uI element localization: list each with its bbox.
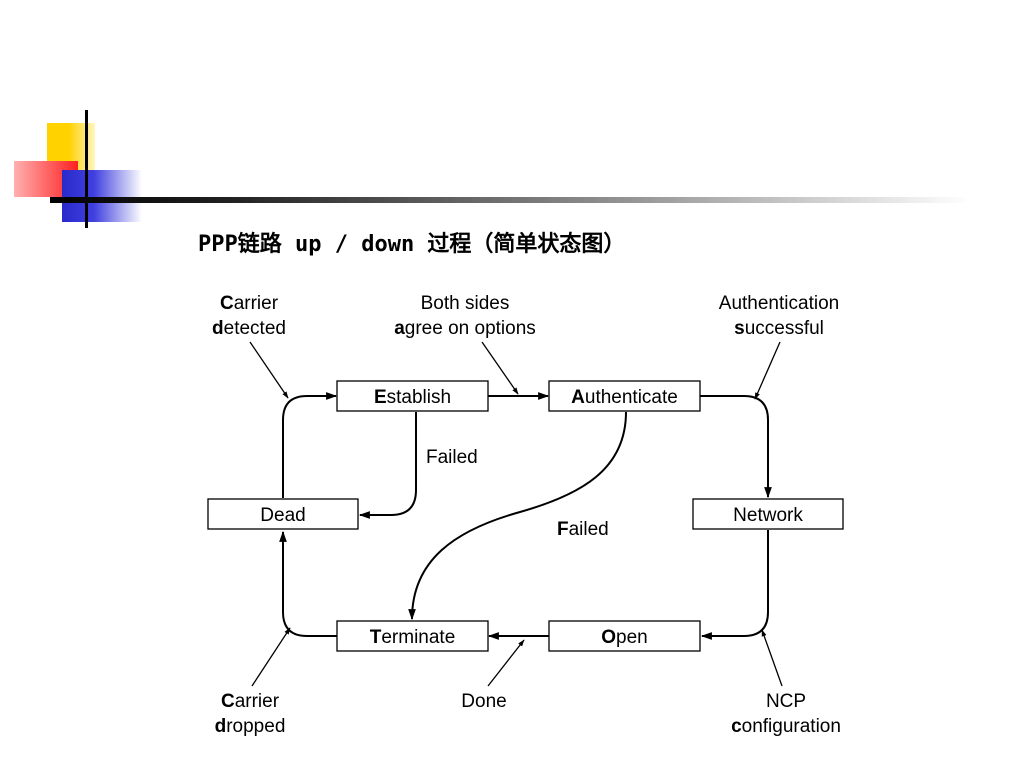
edge-network-to-open xyxy=(700,530,769,640)
svg-text:Authenticate: Authenticate xyxy=(571,387,678,408)
svg-text:agree on options: agree on options xyxy=(394,318,536,339)
carrier-dropped-l1-initial: C xyxy=(221,691,235,712)
both-sides-l2-rest: gree on options xyxy=(405,318,536,339)
svg-text:detected: detected xyxy=(212,318,286,339)
label-done: Done xyxy=(461,691,506,712)
edge-dead-to-establish xyxy=(282,392,338,498)
auth-success-l2-rest: uccessful xyxy=(745,318,824,339)
state-establish-initial: E xyxy=(374,387,387,408)
state-terminate-initial: T xyxy=(370,627,382,648)
auth-success-l2-initial: s xyxy=(734,318,745,339)
carrier-detected-l2-initial: d xyxy=(212,318,224,339)
label-ncp-config: NCP configuration xyxy=(731,691,841,737)
svg-text:Carrier: Carrier xyxy=(220,293,279,314)
carrier-dropped-l1-rest: arrier xyxy=(235,691,280,712)
state-authenticate-initial: A xyxy=(571,387,585,408)
decor-blue-square xyxy=(62,170,142,222)
state-establish: Establish xyxy=(336,380,489,412)
svg-text:Establish: Establish xyxy=(374,387,451,408)
edge-authenticate-to-network xyxy=(700,395,772,499)
pointer-done xyxy=(487,639,525,687)
state-terminate: Terminate xyxy=(336,620,489,652)
state-open: Open xyxy=(548,620,701,652)
failed-auth-initial: F xyxy=(557,519,569,540)
auth-success-l1: Authentication xyxy=(719,293,839,314)
both-sides-l1: Both sides xyxy=(421,293,510,314)
state-authenticate-rest: uthenticate xyxy=(585,387,678,408)
edge-establish-failed-to-dead xyxy=(358,412,417,519)
state-establish-rest: stablish xyxy=(387,387,451,408)
state-network-label: Network xyxy=(733,505,803,526)
state-dead: Dead xyxy=(207,498,359,530)
edge-authenticate-failed-to-terminate xyxy=(408,411,627,621)
pointer-ncp-config xyxy=(761,629,783,687)
pointer-auth-success xyxy=(754,341,781,400)
state-dead-label: Dead xyxy=(260,505,305,526)
decor-vertical-line xyxy=(85,110,88,228)
title-rule xyxy=(50,197,970,203)
label-carrier-dropped: Carrier dropped xyxy=(215,691,286,737)
ncp-config-l2-initial: c xyxy=(731,716,742,737)
pointer-carrier-dropped xyxy=(251,627,291,687)
state-terminate-rest: erminate xyxy=(381,627,455,648)
ncp-config-l2-rest: onfiguration xyxy=(742,716,841,737)
svg-text:Failed: Failed xyxy=(557,519,609,540)
svg-text:Terminate: Terminate xyxy=(370,627,456,648)
carrier-detected-l1-rest: arrier xyxy=(234,293,279,314)
carrier-detected-l1-initial: C xyxy=(220,293,234,314)
state-open-rest: pen xyxy=(616,627,648,648)
svg-text:configuration: configuration xyxy=(731,716,841,737)
carrier-dropped-l2-initial: d xyxy=(215,716,227,737)
svg-text:Open: Open xyxy=(601,627,647,648)
svg-text:dropped: dropped xyxy=(215,716,286,737)
both-sides-l2-initial: a xyxy=(394,318,405,339)
failed-auth-rest: ailed xyxy=(569,519,609,540)
carrier-dropped-l2-rest: ropped xyxy=(226,716,285,737)
slide-title: PPP链路 up / down 过程（简单状态图） xyxy=(198,232,626,257)
svg-text:Carrier: Carrier xyxy=(221,691,280,712)
state-open-initial: O xyxy=(601,627,616,648)
label-both-sides: Both sides agree on options xyxy=(394,293,536,339)
label-auth-success: Authentication successful xyxy=(719,293,839,339)
pointer-both-sides xyxy=(481,341,519,395)
pointer-carrier-detected xyxy=(249,341,289,399)
edge-terminate-to-dead xyxy=(279,530,337,637)
label-failed-establish: Failed xyxy=(426,447,478,468)
label-carrier-detected: Carrier detected xyxy=(212,293,286,339)
state-network: Network xyxy=(692,498,844,530)
ncp-config-l1: NCP xyxy=(766,691,806,712)
carrier-detected-l2-rest: etected xyxy=(224,318,286,339)
svg-text:successful: successful xyxy=(734,318,824,339)
state-authenticate: Authenticate xyxy=(548,380,701,412)
